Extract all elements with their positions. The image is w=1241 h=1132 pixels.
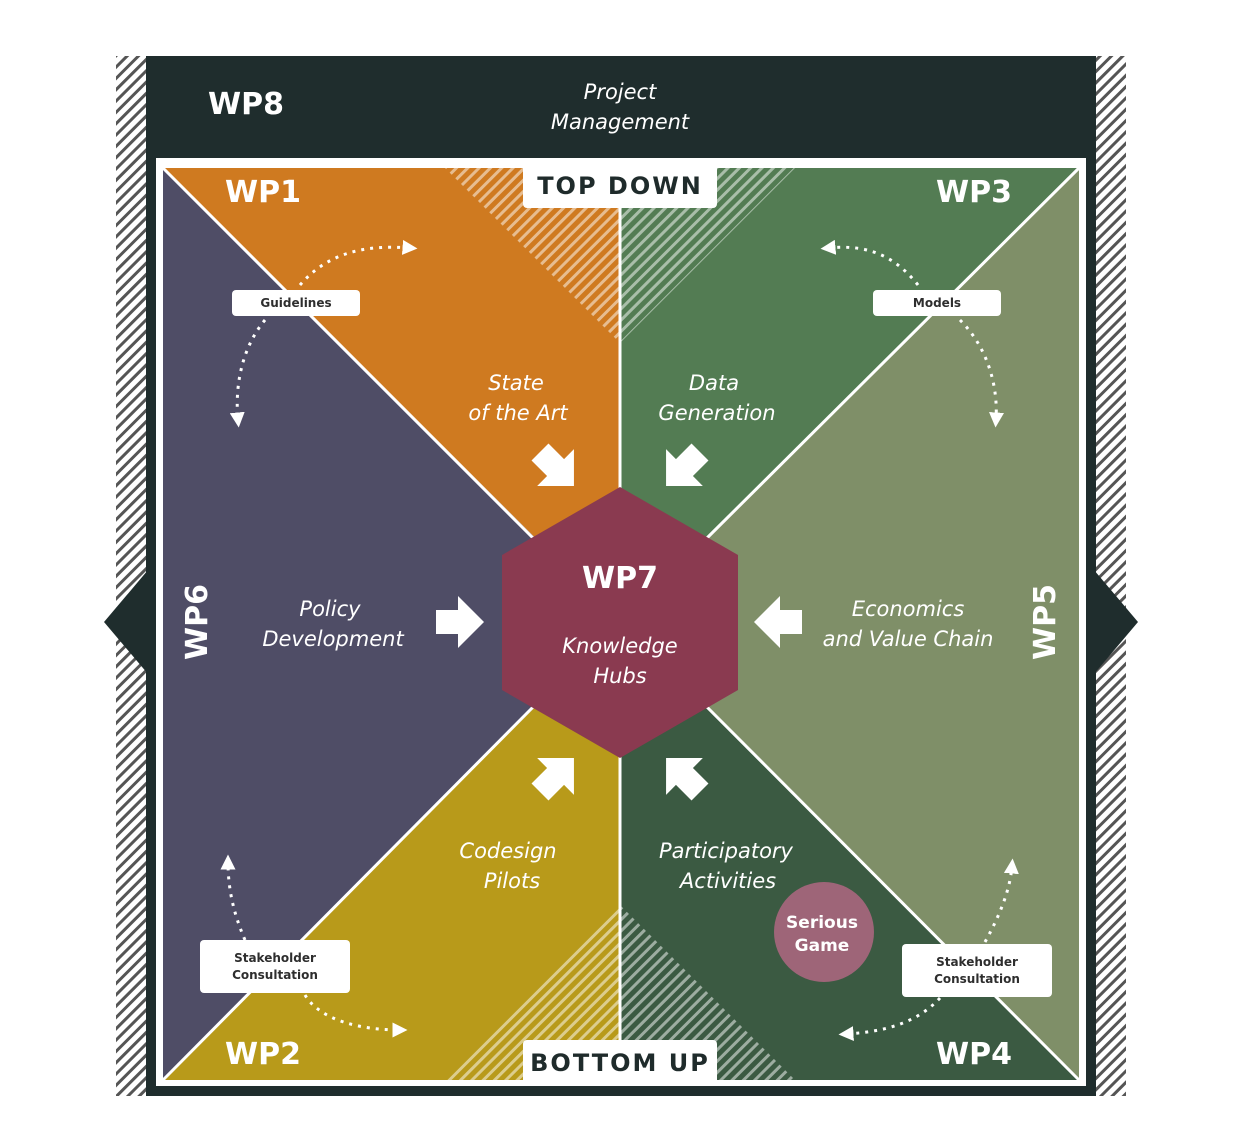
wp2-title-line2: Pilots [484,869,540,893]
diag-divider-tr [698,166,1081,547]
serious-game-line1: Serious [786,913,858,933]
wp4-title-line2: Activities [678,869,776,893]
curved-dotted-arrow-icon [838,996,942,1042]
wp1-title-line2: of the Art [468,401,568,425]
wp2-label: WP2 [225,1037,301,1072]
inward-arrow-icon [666,758,709,801]
stakeholder-left-pill [200,940,350,993]
inward-arrow-icon [531,758,574,801]
wp8-title-line2: Management [551,110,690,134]
right-hatch-border [1096,56,1126,1096]
wp3-label: WP3 [936,175,1012,210]
models-pill-label: Models [913,296,961,310]
wp5-title-line2: and Value Chain [823,627,994,651]
diag-divider-tl [161,166,542,547]
bottom-up-band [523,1040,717,1086]
right-frame-pointer [1094,570,1138,674]
serious-game-circle [774,882,874,982]
left-frame-pointer [104,570,148,674]
curved-dotted-arrow-icon [983,858,1019,943]
wp3-title-line2: Generation [658,401,775,425]
guidelines-pill [232,290,360,316]
inward-arrow-icon [666,443,709,486]
wp8-title-line1: Project [584,80,657,104]
top-down-label: TOP DOWN [537,172,703,200]
wp3-title-line1: Data [689,371,739,395]
models-pill [873,290,1001,316]
diag-divider-br [698,698,1081,1082]
wp7-hexagon [502,487,738,758]
wp5-region [620,168,1079,1080]
wp4-label: WP4 [936,1037,1012,1072]
wp6-title-line2: Development [262,627,404,651]
stakeholder-right-pill [902,944,1052,997]
wp5-label: WP5 [1028,584,1063,660]
wp7-title-line1: Knowledge [562,634,677,658]
wp6-region [163,168,620,1080]
wp6-label: WP6 [180,584,215,660]
wp8-label: WP8 [208,87,284,122]
curved-dotted-arrow-icon [229,319,267,428]
diag-divider-bl [161,698,542,1082]
wp7-title-line2: Hubs [593,664,646,688]
wp6-title-line1: Policy [299,597,361,621]
inward-arrow-icon [754,596,802,648]
curved-dotted-arrow-icon [220,854,247,941]
curved-dotted-arrow-icon [958,318,1004,428]
serious-game-line2: Game [795,936,850,956]
stakeholder-right-line1: Stakeholder [936,955,1018,969]
wp2-title-line1: Codesign [459,839,556,863]
stakeholder-left-line2: Consultation [232,968,318,982]
stakeholder-right-line2: Consultation [934,972,1020,986]
wp4-title-line1: Participatory [659,839,794,863]
wp5-title-line1: Economics [852,597,965,621]
left-hatch-border [116,56,146,1096]
inward-arrow-icon [531,443,574,486]
guidelines-pill-label: Guidelines [260,296,331,310]
curved-dotted-arrow-icon [303,994,408,1038]
inward-arrow-icon [436,596,484,648]
stakeholder-left-line1: Stakeholder [234,951,316,965]
curved-dotted-arrow-icon [820,239,920,286]
top-down-band [523,164,717,208]
wp7-label: WP7 [582,561,658,596]
bottom-up-label: BOTTOM UP [530,1049,710,1077]
wp1-title-line1: State [488,371,544,395]
wp1-label: WP1 [225,175,301,210]
